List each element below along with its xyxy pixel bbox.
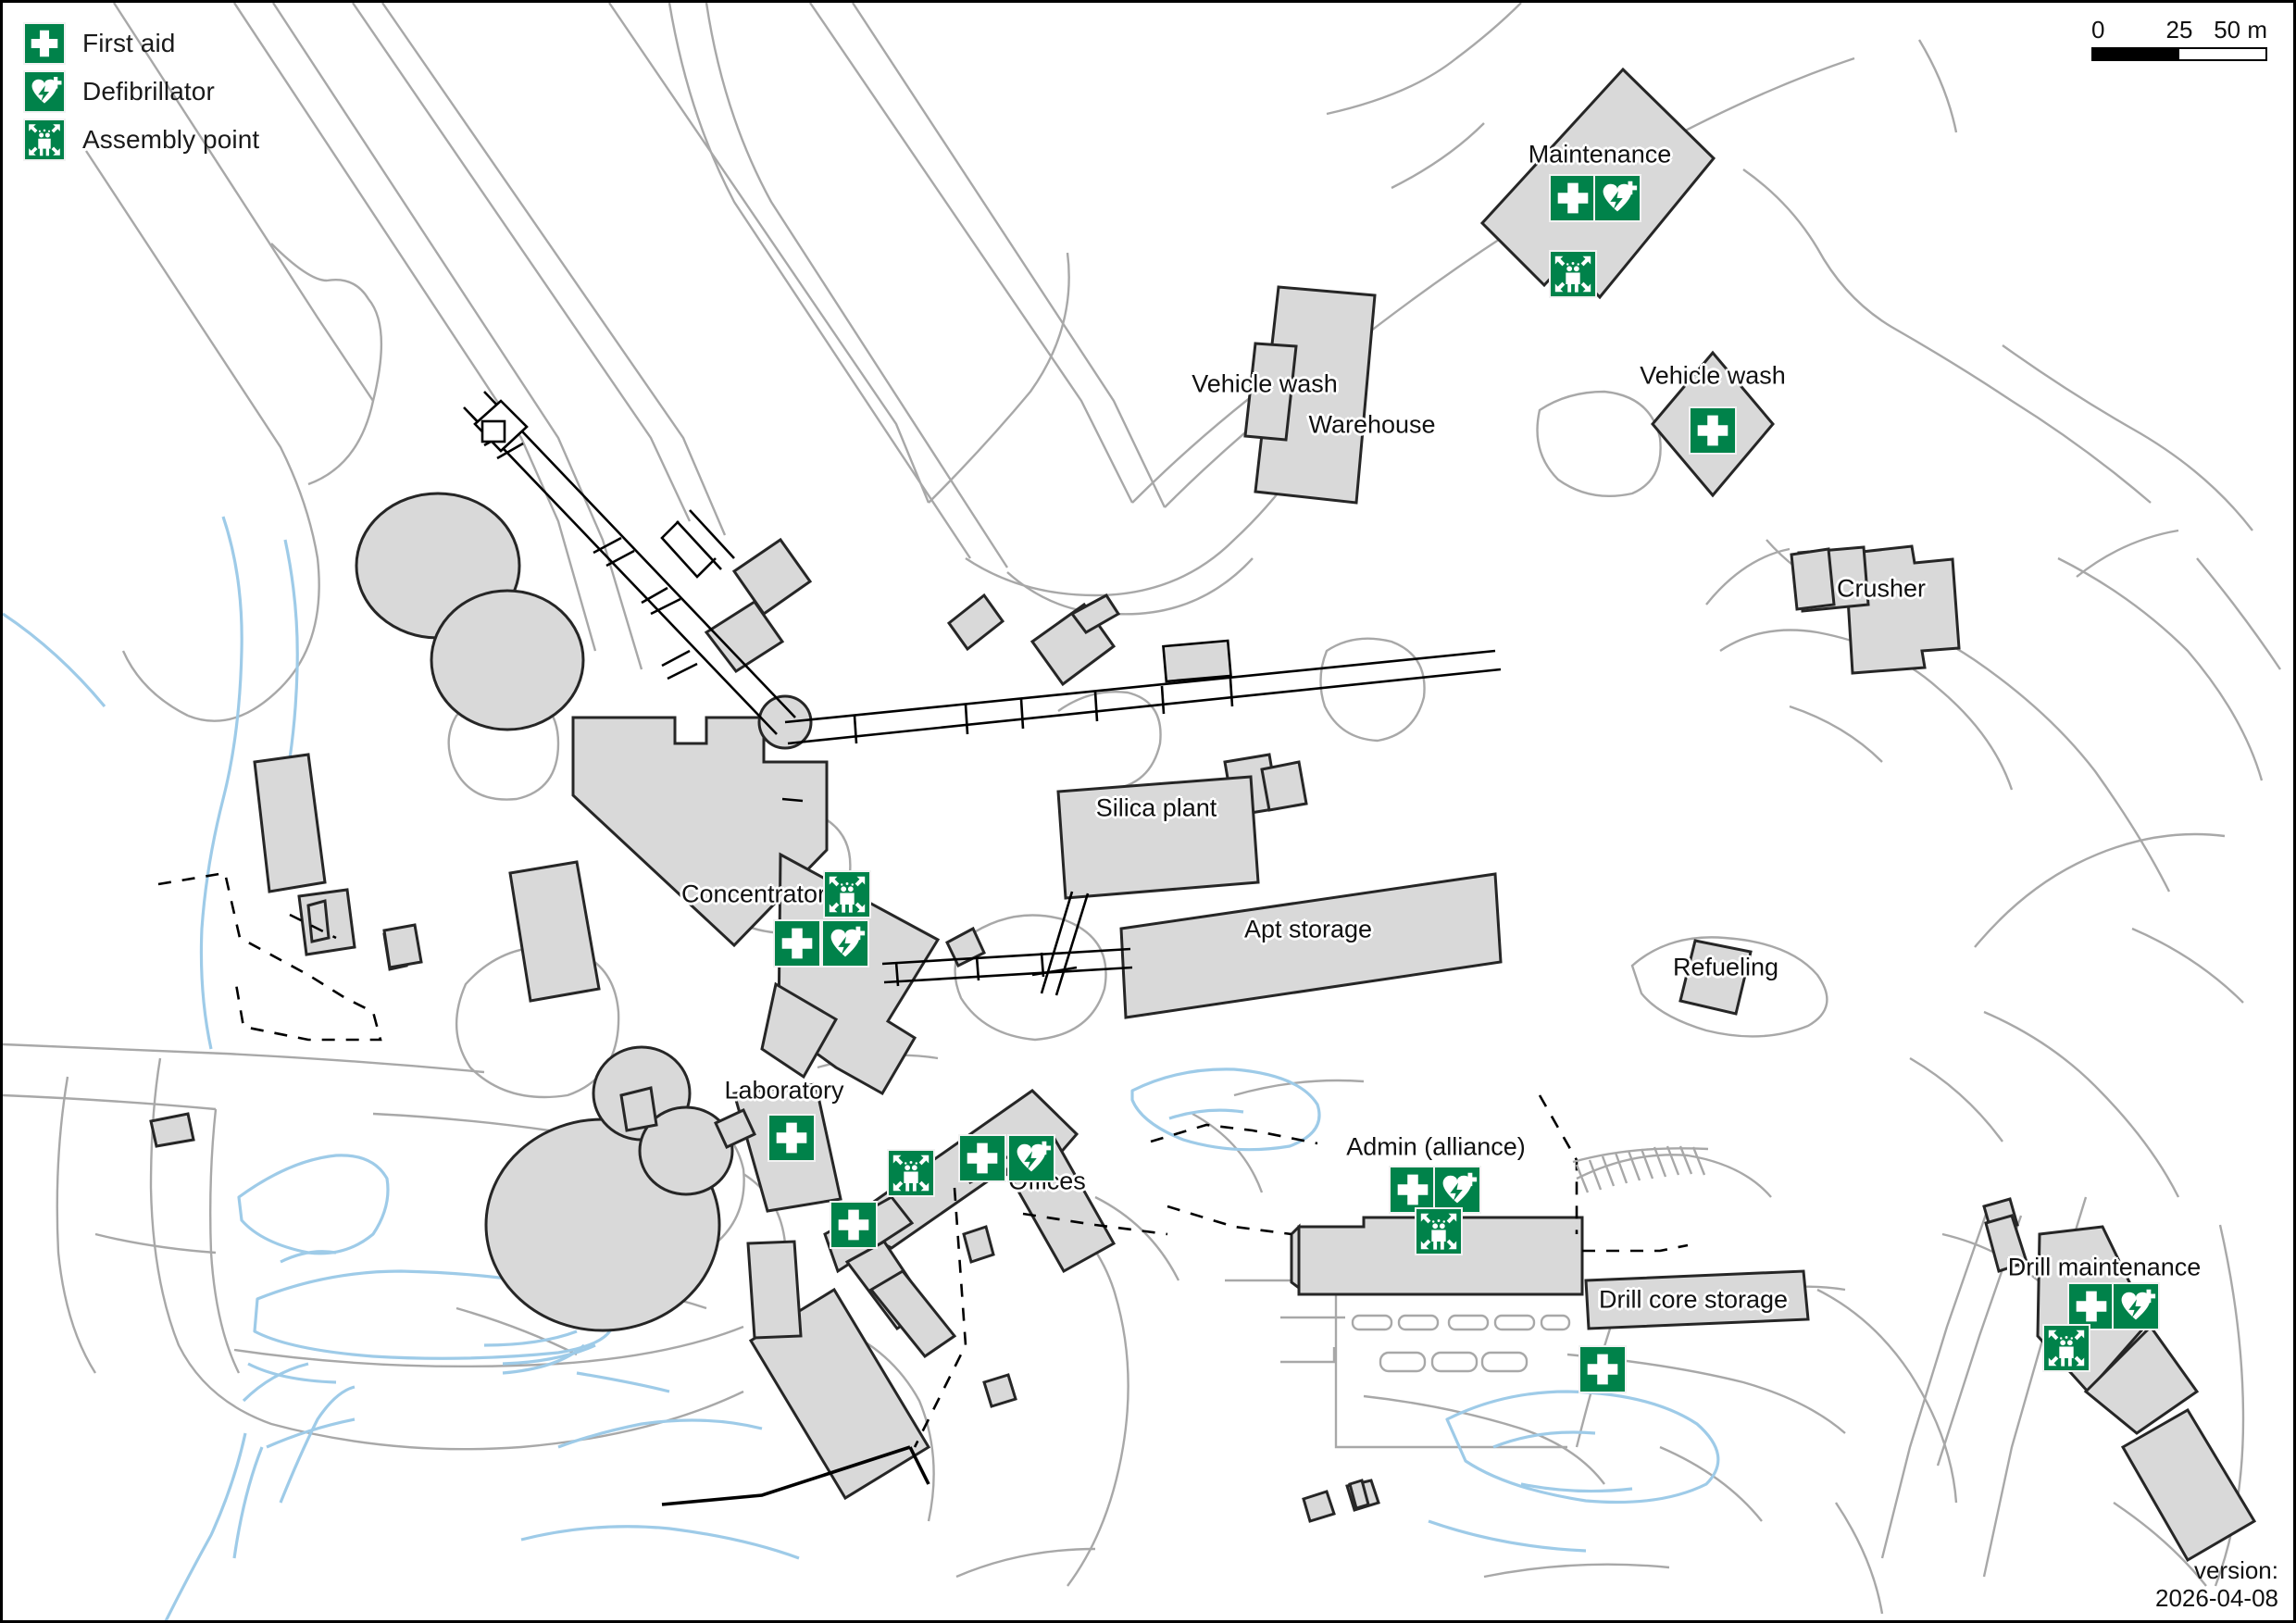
assembly-point-icon [889, 1151, 933, 1195]
first-aid-icon [1391, 1167, 1435, 1212]
marker-concentrator-assembly[interactable] [823, 870, 871, 918]
marker-drill-maint-defib[interactable] [2112, 1282, 2160, 1330]
first-aid-icon [1580, 1347, 1625, 1392]
defibrillator-icon [1595, 176, 1640, 220]
boundaries-layer [157, 871, 1689, 1506]
map-label-refueling: Refueling [1672, 953, 1779, 981]
map-label-drill-maintenance: Drill maintenance [2007, 1253, 2202, 1281]
map-label-apt-storage: Apt storage [1243, 915, 1373, 943]
marker-admin-assembly[interactable] [1415, 1207, 1463, 1255]
marker-vehicle-wash-east-first-aid[interactable] [1689, 406, 1737, 455]
legend-item-defibrillator: Defibrillator [23, 68, 259, 116]
legend-item-first-aid: First aid [23, 19, 259, 68]
scale-segment-filled [2093, 49, 2179, 59]
version-value: 2026-04-08 [2155, 1584, 2278, 1613]
scale-bar-segments [2091, 47, 2267, 61]
scale-tick-50: 50 m [2214, 16, 2267, 44]
first-aid-icon [23, 22, 66, 65]
marker-maintenance-first-aid[interactable] [1549, 174, 1597, 222]
marker-drill-maint-assembly[interactable] [2042, 1324, 2090, 1372]
map-label-concentrator: Concentrator [680, 880, 827, 908]
legend: First aid Defibrillator [23, 19, 259, 164]
marker-maintenance-assembly[interactable] [1549, 250, 1597, 298]
scale-bar: 0 25 50 m [2091, 16, 2267, 61]
marker-admin-first-aid[interactable] [1389, 1166, 1437, 1214]
map-label-crusher: Crusher [1836, 574, 1927, 603]
map-label-vehicle-wash-east: Vehicle wash [1640, 361, 1786, 390]
legend-label-first-aid: First aid [82, 29, 176, 57]
defibrillator-icon [823, 921, 867, 966]
water-layer [3, 516, 1720, 1620]
map-label-laboratory: Laboratory [724, 1076, 844, 1105]
marker-laboratory-first-aid[interactable] [767, 1114, 816, 1162]
first-aid-icon [1691, 408, 1735, 453]
first-aid-icon [2069, 1284, 2114, 1329]
scale-bar-ticks: 0 25 50 m [2091, 16, 2267, 47]
marker-workshop-first-aid[interactable] [830, 1201, 878, 1249]
assembly-point-icon [23, 119, 66, 161]
scale-segment-empty [2179, 49, 2265, 59]
buildings-layer [149, 67, 2257, 1563]
defibrillator-icon [1435, 1167, 1479, 1212]
marker-offices-defib[interactable] [1007, 1134, 1055, 1182]
version-stamp: version: 2026-04-08 [2155, 1556, 2278, 1613]
version-label: version: [2193, 1556, 2278, 1585]
defibrillator-icon [1009, 1136, 1054, 1180]
map-label-vehicle-wash-west: Vehicle wash [1192, 369, 1338, 398]
first-aid-icon [960, 1136, 1004, 1180]
marker-offices-assembly[interactable] [887, 1149, 935, 1197]
assembly-point-icon [1551, 252, 1595, 296]
map-label-maintenance: Maintenance [1528, 140, 1672, 169]
scale-tick-0: 0 [2091, 16, 2105, 44]
defibrillator-icon [23, 70, 66, 113]
defibrillator-icon [2114, 1284, 2158, 1329]
assembly-point-icon [1416, 1209, 1461, 1254]
first-aid-icon [769, 1116, 814, 1160]
marker-maintenance-defib[interactable] [1593, 174, 1641, 222]
marker-drill-core-first-aid[interactable] [1578, 1345, 1627, 1393]
legend-label-defibrillator: Defibrillator [82, 77, 215, 106]
first-aid-icon [831, 1203, 876, 1247]
marker-drill-maint-first-aid[interactable] [2067, 1282, 2115, 1330]
marker-admin-defib[interactable] [1433, 1166, 1481, 1214]
map-label-drill-core-storage: Drill core storage [1598, 1285, 1789, 1314]
assembly-point-icon [2044, 1326, 2089, 1370]
first-aid-icon [1551, 176, 1595, 220]
conveyors-layer [463, 391, 1502, 996]
assembly-point-icon [825, 872, 869, 917]
legend-label-assembly-point: Assembly point [82, 125, 260, 154]
legend-item-assembly-point: Assembly point [23, 116, 259, 164]
marker-concentrator-defib[interactable] [821, 919, 869, 968]
parking-layer [1280, 1145, 1709, 1373]
marker-concentrator-first-aid[interactable] [773, 919, 821, 968]
map-label-admin-alliance: Admin (alliance) [1346, 1132, 1526, 1161]
marker-offices-first-aid[interactable] [958, 1134, 1006, 1182]
first-aid-icon [775, 921, 819, 966]
map-label-warehouse: Warehouse [1308, 410, 1436, 439]
map-label-silica-plant: Silica plant [1095, 793, 1217, 822]
scale-tick-25: 25 [2165, 16, 2193, 44]
